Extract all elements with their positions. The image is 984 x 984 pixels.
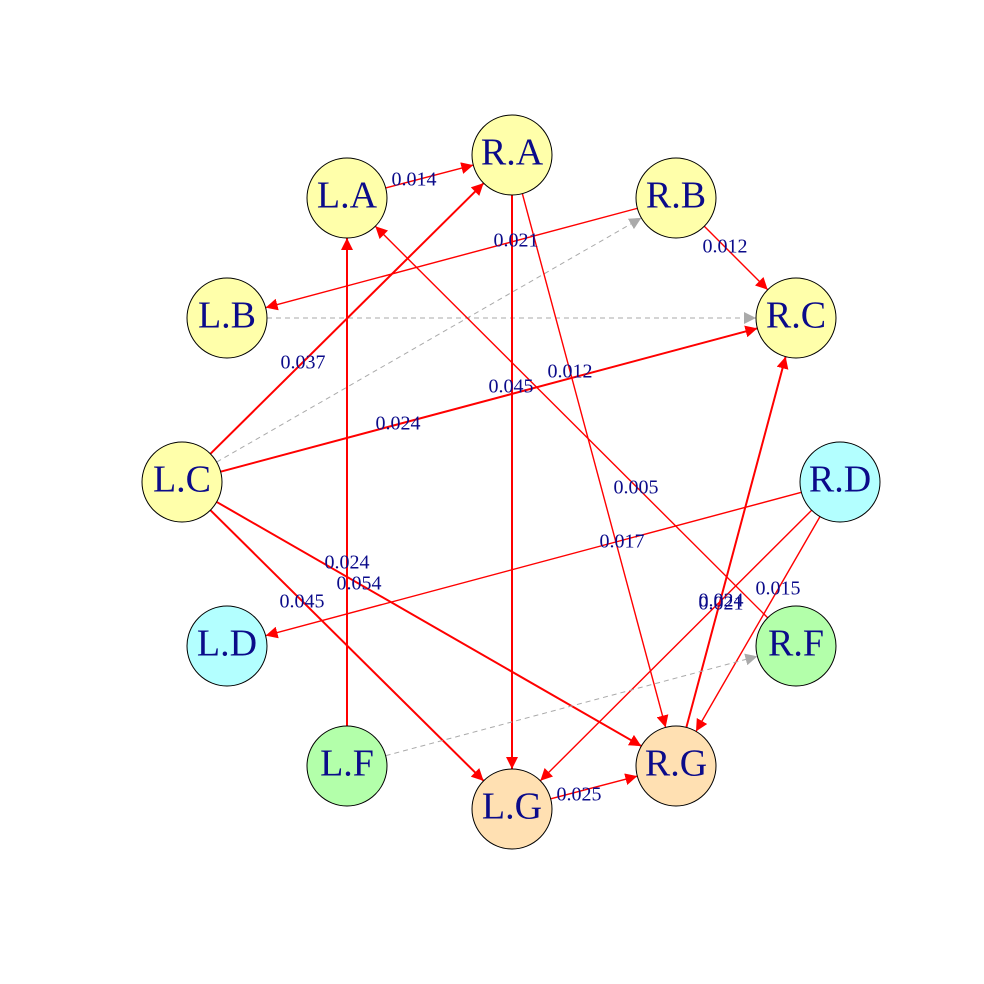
edge-label-ra-to-lg: 0.045 — [489, 376, 534, 398]
edge-label-rb-to-lb: 0.021 — [494, 230, 539, 252]
node-ra: R.A — [471, 114, 553, 196]
edge-label-lc-to-rg: 0.024 — [325, 552, 370, 574]
edge-label-rb-to-rc: 0.012 — [703, 236, 748, 258]
edge-label-lg-to-rg: 0.025 — [557, 784, 602, 806]
edge-label-rd-to-lg: 0.021 — [699, 593, 744, 615]
node-rc: R.C — [755, 277, 837, 359]
edge-label-lc-to-lg: 0.054 — [337, 573, 382, 595]
node-label-rc: R.C — [766, 295, 826, 337]
edge-ra-to-rg — [521, 193, 669, 728]
edge-lf-to-rf — [385, 653, 758, 757]
node-rd: R.D — [799, 441, 881, 523]
node-circle-ra — [471, 114, 553, 196]
edge-rd-to-ld — [265, 491, 802, 639]
node-label-lc: L.C — [153, 459, 211, 501]
edge-lg-to-rg — [550, 773, 638, 800]
node-rf: R.F — [755, 605, 837, 687]
edge-rg-to-rc — [685, 356, 789, 728]
node-lc: L.C — [141, 441, 223, 523]
node-rb: R.B — [635, 157, 717, 239]
node-la: L.A — [306, 157, 388, 239]
node-ld: L.D — [186, 605, 268, 687]
node-circle-rb — [635, 157, 717, 239]
node-circle-rg — [635, 725, 717, 807]
edge-label-lc-to-rc: 0.024 — [376, 413, 421, 435]
edge-lc-to-rb — [216, 217, 642, 463]
node-label-rb: R.B — [646, 175, 706, 217]
nodes-layer: L.A R.A R.B L.B R.C L.C R.D L.D R.F L.F R.G L.G — [141, 114, 881, 850]
node-label-rd: R.D — [809, 459, 871, 501]
node-circle-lg — [471, 768, 553, 850]
node-label-lb: L.B — [198, 295, 256, 337]
edges-layer — [209, 162, 821, 800]
node-circle-lf — [306, 725, 388, 807]
node-label-lf: L.F — [320, 743, 374, 785]
edge-lc-to-rc — [220, 325, 758, 473]
node-circle-rc — [755, 277, 837, 359]
edge-lc-to-rg — [216, 501, 642, 747]
node-label-ra: R.A — [481, 132, 544, 174]
node-circle-rf — [755, 605, 837, 687]
edge-label-rf-to-la: 0.005 — [614, 477, 659, 499]
edge-rd-to-lg — [539, 509, 813, 782]
edge-label-rd-to-rg: 0.015 — [756, 578, 801, 600]
node-label-la: L.A — [317, 175, 378, 217]
edge-rf-to-la — [374, 225, 769, 619]
edge-rb-to-lb — [265, 207, 638, 311]
node-label-rf: R.F — [768, 623, 824, 665]
node-circle-la — [306, 157, 388, 239]
edge-label-lc-to-ra: 0.037 — [281, 352, 326, 374]
edge-label-ra-to-rg: 0.012 — [548, 361, 593, 383]
node-circle-lb — [186, 277, 268, 359]
node-lg: L.G — [471, 768, 553, 850]
node-lb: L.B — [186, 277, 268, 359]
node-label-rg: R.G — [645, 743, 707, 785]
node-label-lg: L.G — [482, 786, 542, 828]
node-circle-ld — [186, 605, 268, 687]
edge-label-la-to-ra: 0.014 — [392, 169, 437, 191]
edge-label-lf-to-la: 0.045 — [280, 591, 325, 613]
node-rg: R.G — [635, 725, 717, 807]
node-circle-rd — [799, 441, 881, 523]
edge-la-to-ra — [385, 162, 474, 189]
edge-rb-to-rc — [703, 225, 769, 291]
edge-label-rd-to-ld: 0.017 — [600, 531, 645, 553]
edge-rd-to-rg — [695, 516, 821, 732]
edge-label-rg-to-rc: 0.024 — [699, 590, 744, 612]
node-label-ld: L.D — [197, 623, 257, 665]
node-lf: L.F — [306, 725, 388, 807]
node-circle-lc — [141, 441, 223, 523]
